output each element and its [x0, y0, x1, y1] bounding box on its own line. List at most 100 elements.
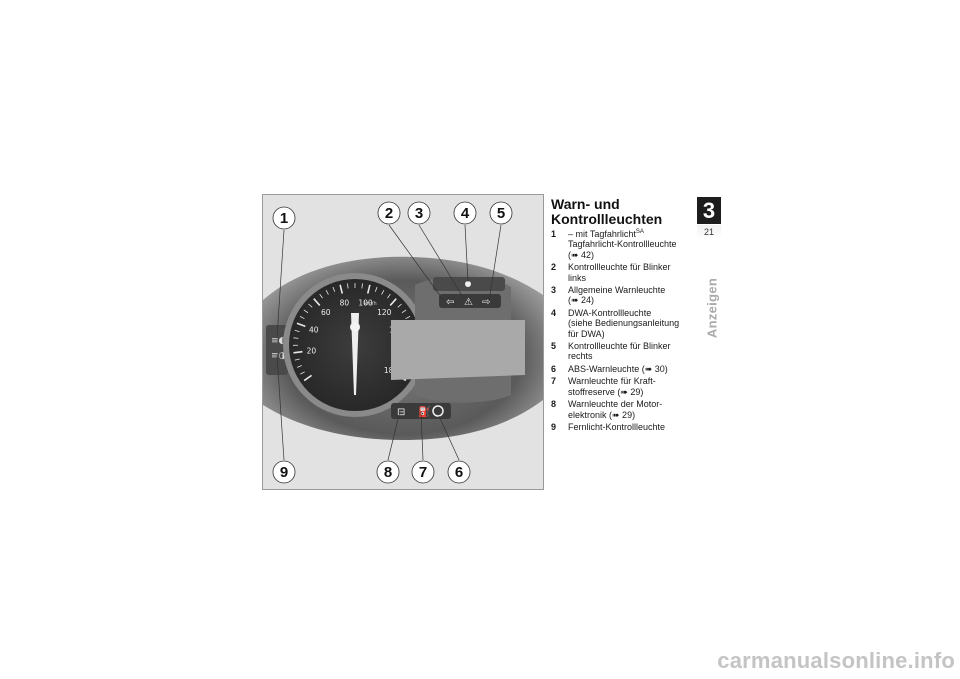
page-number: 21 [697, 225, 721, 239]
speedo-tick [366, 284, 371, 294]
legend-item: 4 DWA-Kontrollleuchte(siehe Bedienungsanl… [551, 308, 691, 339]
speedo-tick [294, 358, 300, 361]
legend-number: 8 [551, 399, 557, 410]
speedo-tick-label: 20 [307, 347, 317, 356]
speedo-tick [293, 350, 303, 354]
left-turn-icon: ⇦ [446, 297, 454, 308]
speedo-tick-label: 80 [340, 298, 350, 307]
legend-line: stoffreserve (➠ 29) [568, 386, 644, 397]
legend-number: 3 [551, 285, 557, 296]
speedo-tick [296, 322, 306, 328]
legend-superscript: SA [635, 229, 644, 235]
legend-number: 5 [551, 341, 557, 352]
speedometer-needle [351, 313, 359, 395]
legend-item: 8 Warnleuchte der Motor-elektronik (➠ 29) [551, 399, 691, 420]
callout-4: 4 [453, 201, 477, 225]
top-warning-strip [439, 294, 501, 308]
speedo-tick [347, 283, 349, 289]
legend-line: Kontrollleuchte für Blinker [568, 262, 671, 273]
callout-5: 5 [489, 201, 513, 225]
legend-line: DWA-Kontrollleuchte [568, 307, 652, 318]
speedo-tick [339, 284, 344, 294]
section-side-label: Anzeigen [704, 277, 720, 339]
legend-text: DWA-Kontrollleuchte(siehe Bedienungsanle… [568, 308, 691, 339]
speedo-tick [299, 316, 305, 320]
callout-label: 1 [280, 210, 288, 227]
speedo-tick-label: 120 [377, 308, 392, 317]
speedo-tick [401, 309, 407, 314]
legend-line: Fernlicht-Kontrollleuchte [568, 421, 666, 432]
legend-text: Warnleuchte der Motor-elektronik (➠ 29) [568, 399, 691, 420]
instrument-cluster-figure: ≡◐ ≡◑ 20406080100120140160180 km/h ⇦ ⚠ ⇨… [262, 194, 544, 490]
legend-line: Warnleuchte für Kraft- [568, 376, 656, 387]
callout-1: 1 [272, 206, 296, 230]
legend-number: 2 [551, 262, 557, 273]
speedo-tick-label: 40 [309, 326, 319, 335]
legend-item: 7 Warnleuchte für Kraft-stoffreserve (➠ 2… [551, 376, 691, 397]
callout-label: 7 [419, 464, 427, 481]
legend-number: 9 [551, 421, 557, 432]
callout-label: 5 [497, 205, 505, 222]
legend-line: Warnleuchte der Motor- [568, 399, 663, 410]
lcd-display [391, 320, 525, 380]
speedo-tick [294, 330, 300, 332]
callout-label: 2 [385, 205, 393, 222]
speedo-tick [405, 316, 411, 320]
left-indicator-panel [266, 325, 288, 375]
speedo-tick [313, 298, 321, 306]
speedo-tick-label: 60 [321, 308, 331, 317]
speedo-tick [325, 289, 329, 295]
speedo-tick-label: 100 [358, 298, 373, 307]
callout-6: 6 [447, 460, 471, 484]
legend-text: Fernlicht-Kontrollleuchte [568, 422, 691, 432]
legend-text: ABS-Warnleuchte (➠ 30) [568, 364, 691, 374]
right-turn-icon: ⇨ [482, 297, 490, 308]
legend-line: Allgemeine Warnleuchte [568, 285, 666, 296]
legend-number: 7 [551, 376, 557, 387]
speedo-tick [303, 309, 309, 314]
speedo-tick [389, 298, 397, 306]
speedo-tick [387, 293, 391, 299]
heading-line-2: Kontrollleuchten [551, 211, 663, 227]
legend-item: 6 ABS-Warnleuchte (➠ 30) [551, 364, 691, 374]
leader-lines [276, 224, 502, 461]
callout-label: 9 [280, 464, 288, 481]
watermark-text: carmanualsonline.info [717, 648, 955, 673]
legend-item: 9 Fernlicht-Kontrollleuchte [551, 422, 691, 432]
speedo-tick [374, 286, 378, 292]
legend-line: rechts [568, 351, 593, 362]
speedo-tick [300, 371, 305, 375]
legend-line: für DWA) [568, 328, 605, 339]
heading-line-1: Warn- und [551, 196, 620, 212]
dwa-indicator-light [465, 281, 471, 287]
speedo-tick [361, 283, 363, 289]
legend-number: 6 [551, 363, 557, 374]
speedo-tick [308, 303, 313, 308]
callout-8: 8 [376, 460, 400, 484]
legend-line: links [568, 272, 587, 283]
callout-7: 7 [411, 460, 435, 484]
svg-text:≡◐: ≡◐ [271, 336, 287, 346]
legend-number: 1 [551, 229, 557, 239]
legend-line: Kontrollleuchte für Blinker [568, 341, 671, 352]
callout-2: 2 [377, 201, 401, 225]
legend-line: (siehe Bedienungsanleitung [568, 318, 680, 329]
legend-line: (➠ 42) [568, 249, 595, 260]
section-heading: Warn- und Kontrollleuchten [551, 197, 691, 227]
speedo-tick [293, 337, 299, 339]
legend-line: – mit TagfahrlichtSA [568, 229, 644, 239]
legend-number: 4 [551, 307, 557, 318]
callout-label: 6 [455, 464, 463, 481]
warning-triangle-icon: ⚠ [464, 297, 473, 308]
speedo-tick [303, 374, 313, 382]
speedo-tick [297, 365, 302, 368]
fuel-reserve-icon: ⛽ [418, 405, 430, 418]
callout-label: 4 [461, 205, 470, 222]
speedo-tick [319, 293, 323, 299]
callout-9: 9 [272, 460, 296, 484]
